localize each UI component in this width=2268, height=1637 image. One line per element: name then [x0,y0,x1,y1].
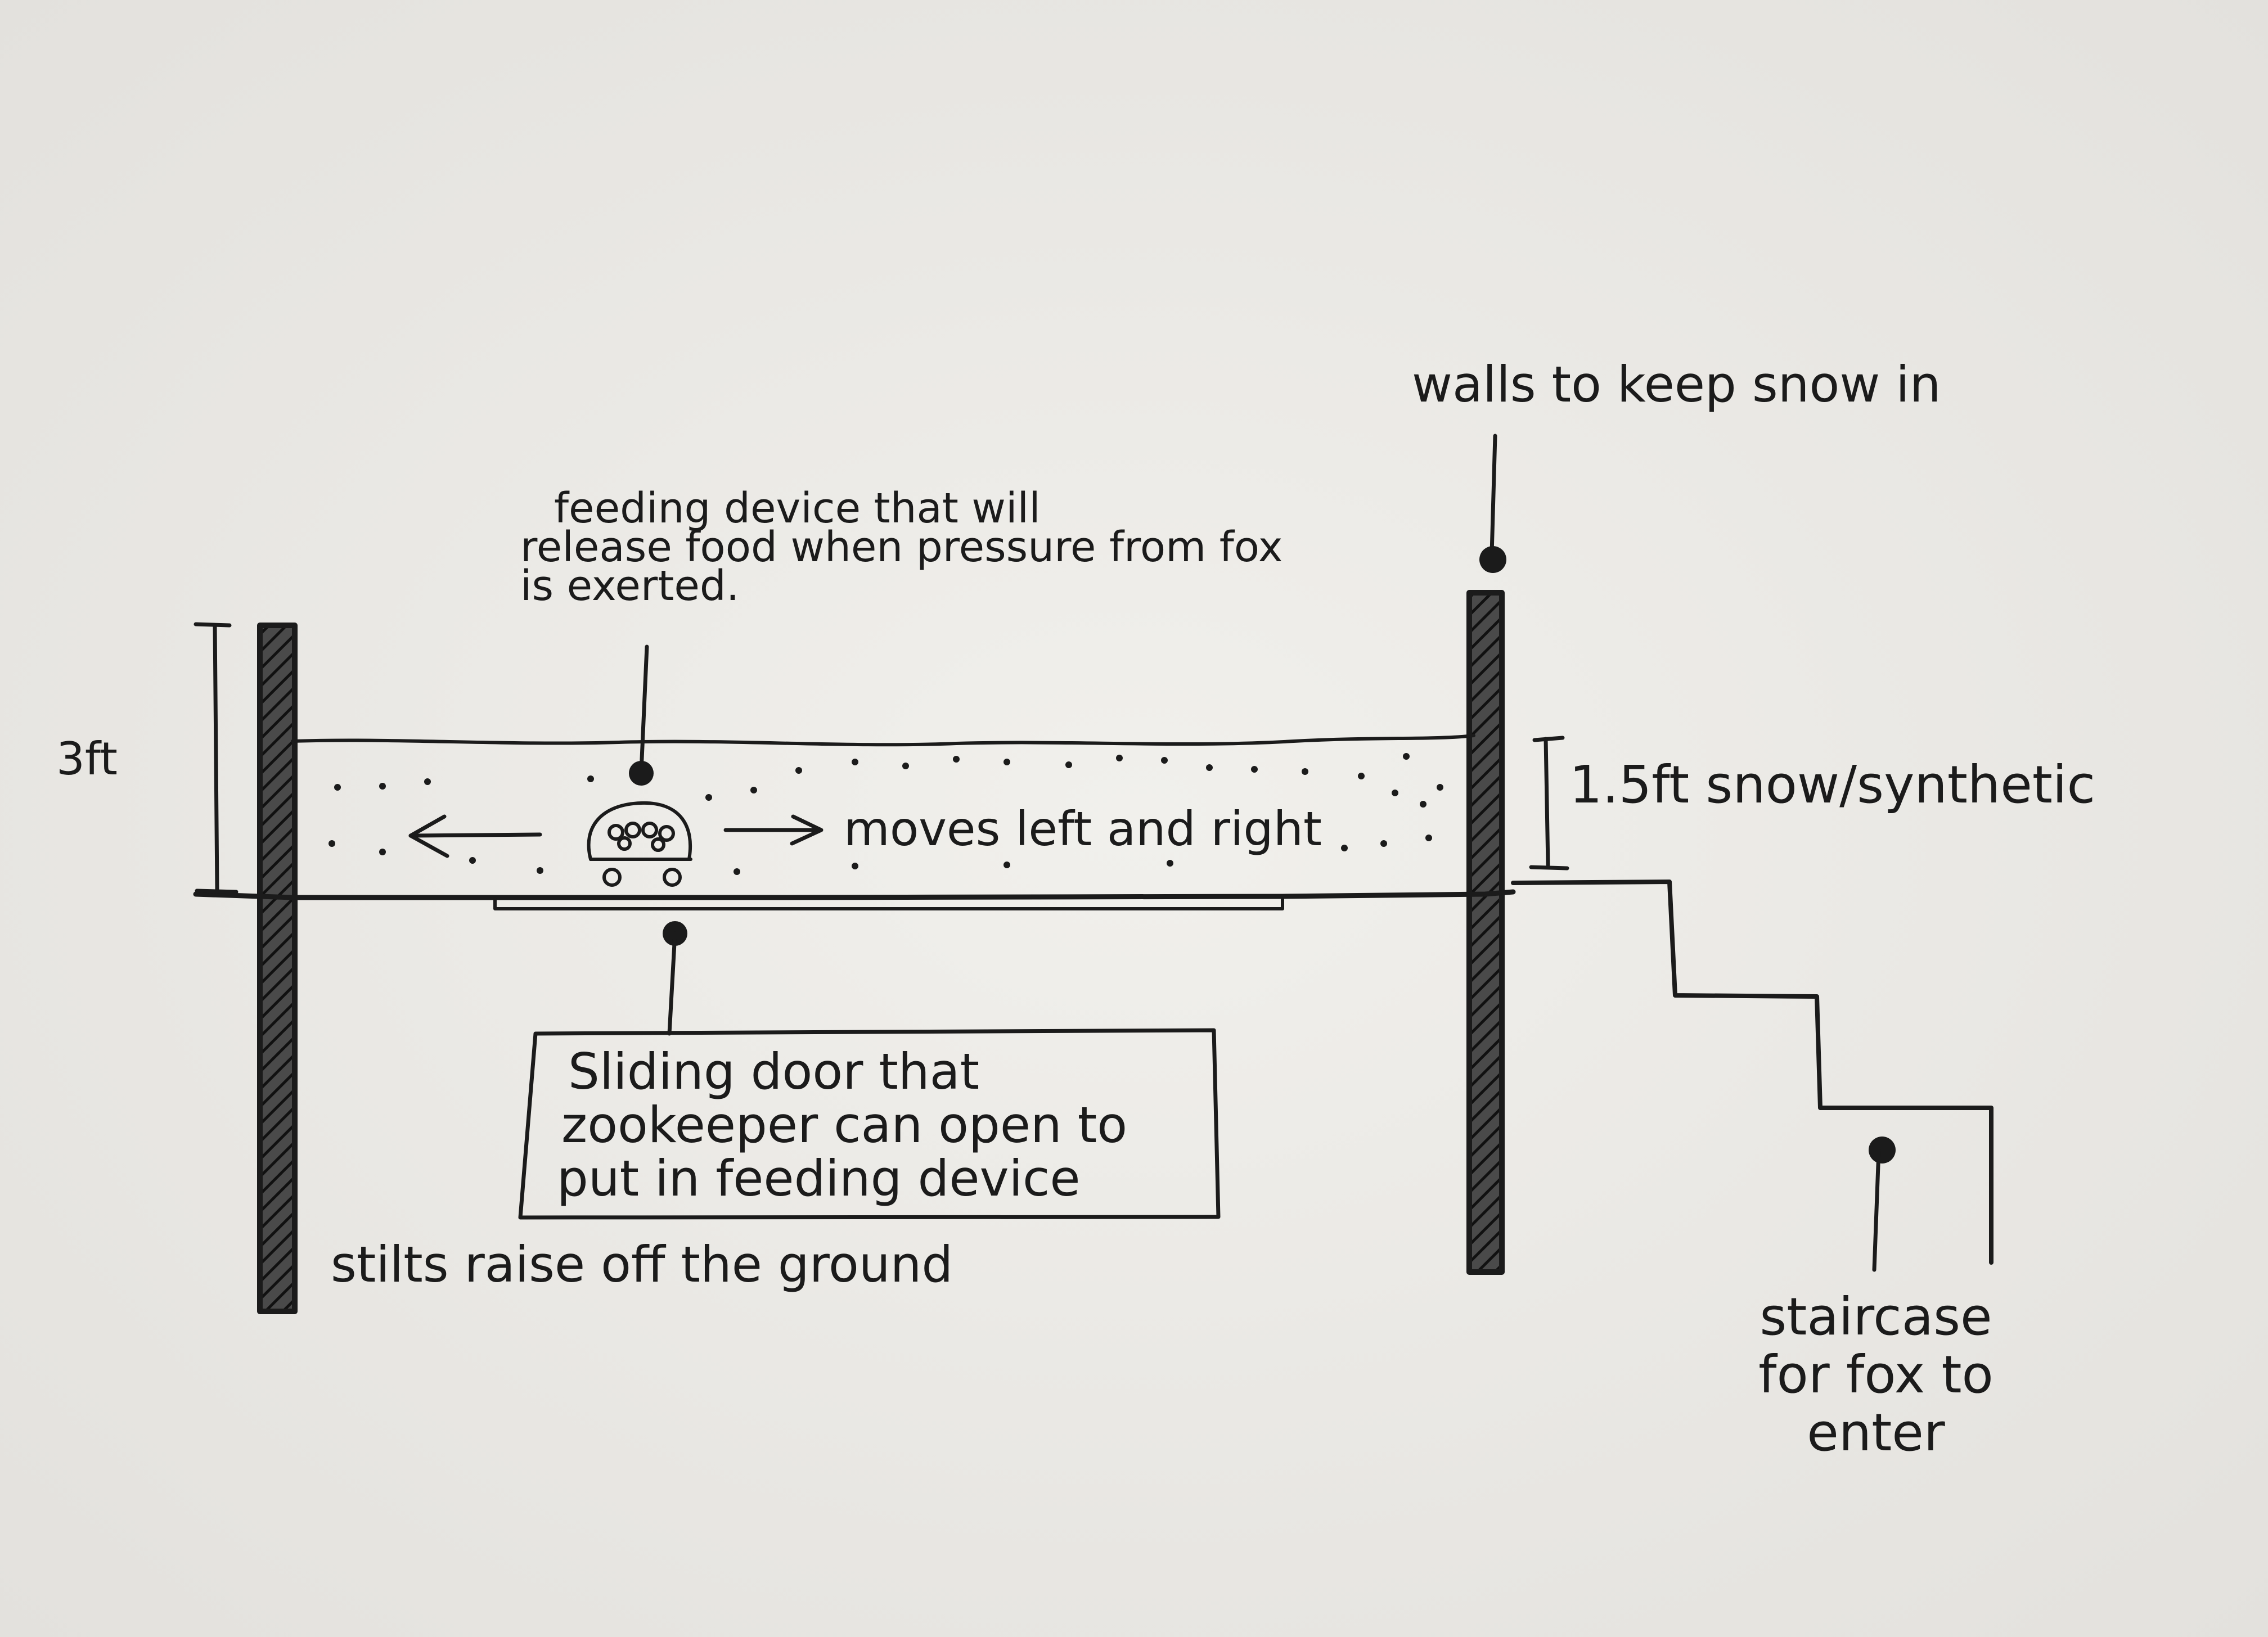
sliding-door-label-line-2: zookeeper can open to [557,1098,1127,1152]
feeding-device-label: feeding device that will release food wh… [520,489,1283,605]
snow-depth-label: 1.5ft snow/synthetic [1569,759,2095,811]
staircase-label-line-1: staircase [1744,1288,2008,1346]
height-3ft-label: 3ft [56,737,118,782]
staircase-label: staircase for fox to enter [1744,1288,2008,1462]
feeding-device-label-line-3: is exerted. [520,567,1283,606]
feeding-device-label-line-2: release food when pressure from fox [520,528,1283,567]
sliding-door-label: Sliding door that zookeeper can open to … [557,1045,1127,1205]
moves-label: moves left and right [844,805,1322,853]
sliding-door-label-line-1: Sliding door that [557,1045,1127,1098]
feeding-device-label-line-1: feeding device that will [520,489,1283,528]
sliding-door-label-line-3: put in feeding device [557,1152,1127,1205]
stilts-label: stilts raise off the ground [331,1240,953,1289]
staircase-label-line-3: enter [1744,1404,2008,1462]
staircase-label-line-2: for fox to [1744,1346,2008,1404]
left-stilt-wall [260,625,295,1311]
right-wall [1469,593,1502,1272]
walls-label: walls to keep snow in [1412,360,1941,409]
